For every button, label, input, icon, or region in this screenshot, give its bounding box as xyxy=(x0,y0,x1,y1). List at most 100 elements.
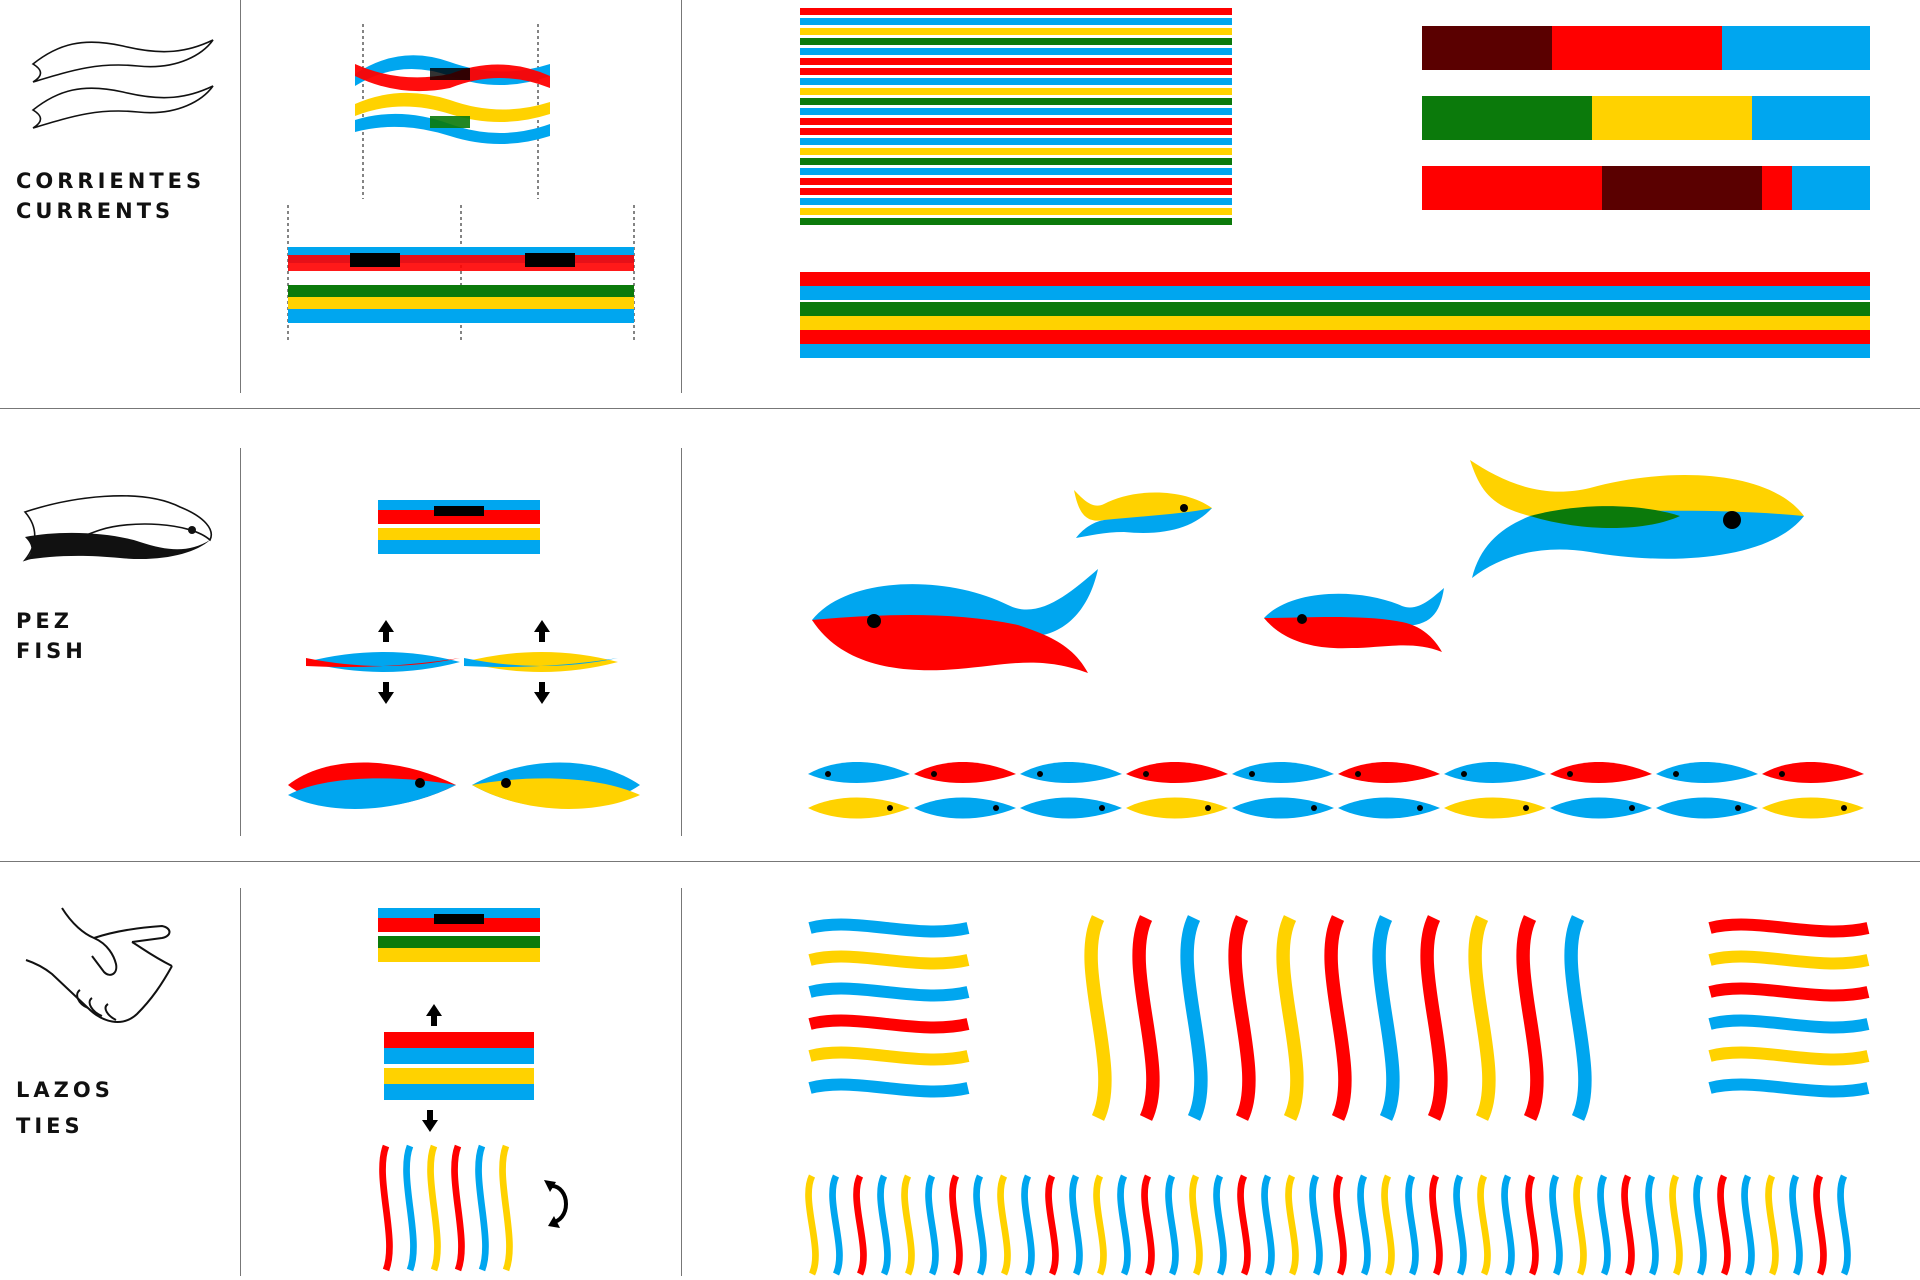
fish-eye xyxy=(1523,805,1529,811)
pattern-stripe xyxy=(800,98,1232,105)
section-divider-2 xyxy=(0,861,1920,862)
handshake-icon xyxy=(25,907,173,1023)
tie-loop xyxy=(1501,1174,1515,1276)
column-divider xyxy=(240,0,241,393)
ties-braid-offset xyxy=(384,1004,534,1132)
tie-loop xyxy=(1453,1174,1467,1276)
tie-loop xyxy=(829,1174,843,1276)
fish-mark xyxy=(1232,797,1334,819)
pattern-stripe xyxy=(800,78,1232,85)
tie-loop xyxy=(1132,915,1160,1121)
tie-loop xyxy=(1669,1174,1683,1276)
fish-mark xyxy=(1656,762,1758,783)
currents-pattern-dense xyxy=(800,8,1232,225)
pattern-stripe xyxy=(800,148,1232,155)
tie-loop xyxy=(1468,915,1496,1121)
section-label-fish: PEZ FISH xyxy=(16,606,87,666)
pattern-stripe xyxy=(800,68,1232,75)
tie-band xyxy=(1708,918,1870,938)
pattern-stripe xyxy=(800,198,1232,205)
pattern-stripe xyxy=(800,38,1232,45)
tie-band xyxy=(1708,950,1870,970)
ties-rotated-module xyxy=(379,1144,568,1272)
tie-loop xyxy=(805,1174,819,1276)
pattern-stripe xyxy=(800,128,1232,135)
fish-mark xyxy=(1020,797,1122,819)
tie-loop xyxy=(1189,1174,1203,1276)
fish-eye xyxy=(1735,805,1741,811)
tie-loop xyxy=(1741,1174,1755,1276)
pattern-stripe xyxy=(800,108,1232,115)
label-english: FISH xyxy=(16,639,87,663)
tie-loop xyxy=(1213,1174,1227,1276)
section-label-ties: LAZOS TIES xyxy=(16,1075,114,1141)
fish-mark xyxy=(1126,762,1228,783)
tie-loop xyxy=(1477,1174,1491,1276)
fish-mark xyxy=(808,797,910,819)
fish-eye xyxy=(993,805,999,811)
ties-pattern-waves xyxy=(1084,915,1592,1121)
tie-loop xyxy=(1069,1174,1083,1276)
column-divider xyxy=(681,888,682,1276)
fish-mark xyxy=(1762,762,1864,783)
tie-loop xyxy=(1261,1174,1275,1276)
pattern-stripe xyxy=(800,188,1232,195)
fish-eye xyxy=(1417,805,1423,811)
tie-loop xyxy=(901,1174,915,1276)
ties-pattern-strip xyxy=(805,1174,1851,1276)
fish-eye xyxy=(1037,771,1043,777)
tie-loop xyxy=(475,1144,489,1272)
pattern-stripe xyxy=(800,208,1232,215)
ties-braid-module xyxy=(378,908,540,962)
pattern-stripe xyxy=(800,58,1232,65)
fish-medium xyxy=(1264,588,1444,652)
arrow-down-icon xyxy=(378,682,394,704)
fish-eye xyxy=(1779,771,1785,777)
tie-loop xyxy=(1429,1174,1443,1276)
ties-pattern-vertical-left xyxy=(808,918,970,1098)
tie-loop xyxy=(1621,1174,1635,1276)
tie-loop xyxy=(1837,1174,1851,1276)
tie-loop xyxy=(1693,1174,1707,1276)
fish-braid-module xyxy=(378,500,540,554)
tie-loop xyxy=(1324,915,1352,1121)
waves-icon xyxy=(31,39,214,129)
tie-loop xyxy=(1717,1174,1731,1276)
tie-band xyxy=(1708,1078,1870,1098)
fish-mark xyxy=(914,797,1016,819)
tie-loop xyxy=(1789,1174,1803,1276)
tie-loop xyxy=(403,1144,417,1272)
section-label-currents: CORRIENTES CURRENTS xyxy=(16,166,205,226)
fish-eye xyxy=(1143,771,1149,777)
tie-loop xyxy=(949,1174,963,1276)
pattern-stripe xyxy=(800,28,1232,35)
pattern-stripe xyxy=(800,138,1232,145)
tie-loop xyxy=(1084,915,1112,1121)
braid-strands xyxy=(355,55,550,144)
tie-loop xyxy=(1093,1174,1107,1276)
tie-band xyxy=(808,918,970,938)
tie-loop xyxy=(1045,1174,1059,1276)
fish-mark xyxy=(1444,797,1546,819)
tie-loop xyxy=(499,1144,513,1272)
braid-strands xyxy=(288,247,634,323)
column-divider xyxy=(240,888,241,1276)
pattern-stripe xyxy=(800,218,1232,225)
arrow-up-icon xyxy=(426,1004,442,1026)
fish-pattern-strip xyxy=(808,762,1864,819)
fish-eye xyxy=(1841,805,1847,811)
tie-loop xyxy=(1372,915,1400,1121)
tie-loop xyxy=(1813,1174,1827,1276)
fish-pair xyxy=(288,762,640,809)
tie-loop xyxy=(925,1174,939,1276)
arrow-down-icon xyxy=(534,682,550,704)
braid-repeat xyxy=(287,205,635,343)
column-divider xyxy=(240,448,241,836)
fish-eye xyxy=(887,805,893,811)
fish-mark xyxy=(1232,762,1334,783)
tie-loop xyxy=(1645,1174,1659,1276)
tie-loop xyxy=(379,1144,393,1272)
ties-pattern-vertical-right xyxy=(1708,918,1870,1098)
rotate-icon xyxy=(544,1180,568,1228)
tie-loop xyxy=(1333,1174,1347,1276)
